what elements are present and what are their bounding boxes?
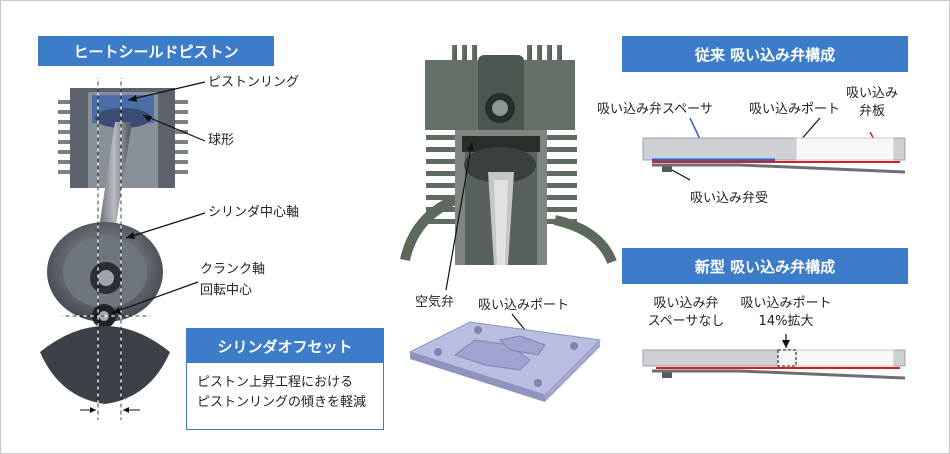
piston-ring-label: ピストンリング: [208, 75, 300, 90]
offset-box-description: ピストン上昇工程における ピストンリングの傾きを軽減: [197, 373, 366, 413]
conv-plate-label-1: 吸い込み: [845, 86, 898, 101]
middle-engine-drawing: [400, 45, 617, 374]
offset-box-title: シリンダオフセット: [187, 329, 383, 363]
left-engine-drawing: [40, 78, 206, 420]
conv-seat-label: 吸い込み弁受: [690, 191, 769, 206]
new-no-spacer-label-1: 吸い込み弁: [653, 296, 719, 311]
rotation-center-label: 回転中心: [200, 283, 253, 298]
new-title: 新型 吸い込み弁構成: [622, 248, 908, 284]
conv-spacer-label: 吸い込み弁スペーサ: [597, 102, 713, 117]
new-no-spacer-label-2: スペーサなし: [647, 314, 725, 329]
spherical-label: 球形: [208, 133, 235, 148]
offset-box: シリンダオフセット ピストン上昇工程における ピストンリングの傾きを軽減: [186, 328, 384, 430]
new-port-label-2: 14%拡大: [758, 314, 814, 329]
conv-plate-label-2: 弁板: [858, 104, 885, 119]
intake-port-label: 吸い込みポート: [478, 298, 570, 313]
offset-desc-line1: ピストン上昇工程における: [197, 375, 354, 390]
valve-plate-drawing: [408, 321, 602, 402]
conv-port-label: 吸い込みポート: [749, 102, 841, 117]
crank-axis-label: クランク軸: [200, 262, 266, 277]
cylinder-axis-label: シリンダ中心軸: [208, 205, 300, 220]
conventional-valve-drawing: [642, 117, 906, 181]
air-valve-label: 空気弁: [415, 295, 455, 310]
conventional-title: 従来 吸い込み弁構成: [622, 36, 908, 72]
new-port-label-1: 吸い込みポート: [740, 296, 832, 311]
left-section-title: ヒートシールドピストン: [38, 36, 274, 66]
offset-desc-line2: ピストンリングの傾きを軽減: [197, 395, 367, 410]
new-valve-drawing: [642, 334, 906, 380]
